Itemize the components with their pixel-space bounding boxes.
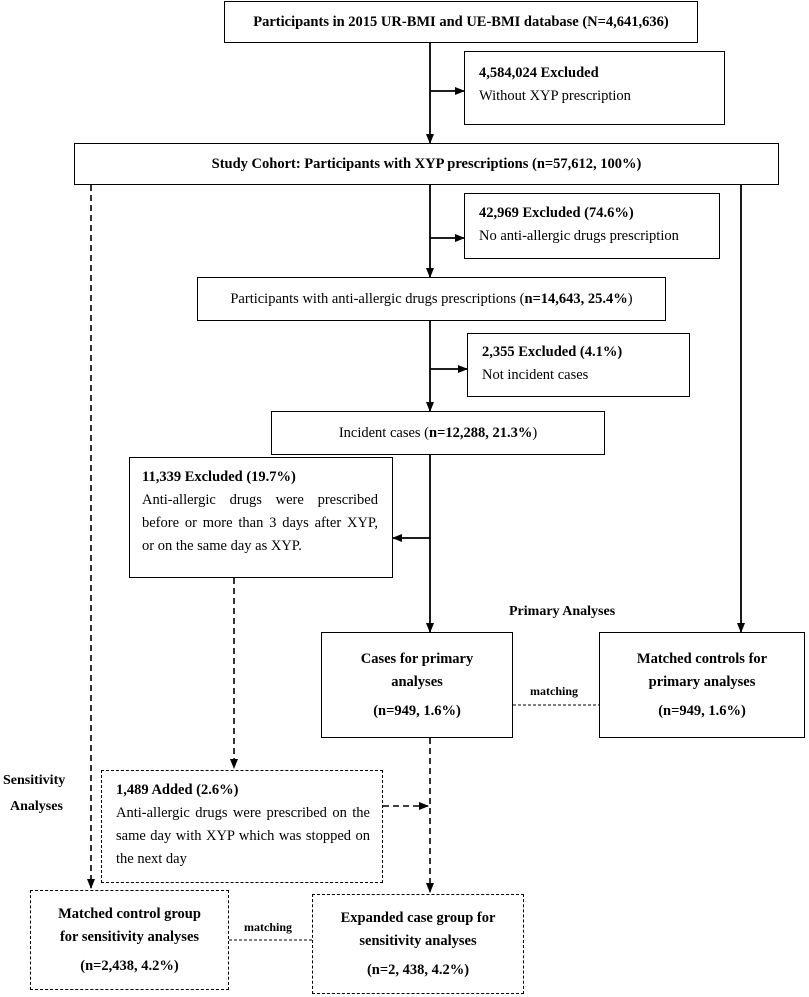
excluded-xyp-title: 4,584,024 Excluded	[479, 65, 599, 81]
cases-primary-line2: analyses	[391, 673, 443, 690]
primary-analyses-label: Primary Analyses	[509, 604, 616, 619]
excluded-incident-box: 2,355 Excluded (4.1%) Not incident cases	[467, 333, 690, 397]
added-title: 1,489 Added (2.6%)	[116, 782, 239, 798]
incident-cases-box: Incident cases (n=12,288, 21.3%)	[271, 411, 605, 455]
antiallergic-text: Participants with anti-allergic drugs pr…	[230, 290, 525, 307]
matching-label-primary: matching	[530, 684, 578, 698]
study-cohort-box: Study Cohort: Participants with XYP pres…	[74, 143, 779, 185]
sensitivity-controls-line1: Matched control group	[58, 905, 201, 922]
controls-primary-count: (n=949, 1.6%)	[658, 702, 746, 719]
expanded-cases-count: (n=2, 438, 4.2%)	[366, 961, 470, 978]
antiallergic-close: )	[627, 290, 633, 307]
expanded-cases-line2: sensitivity analyses	[359, 932, 477, 949]
expanded-cases-line1: Expanded case group for	[340, 909, 496, 926]
antiallergic-count: n=14,643, 25.4%	[524, 290, 628, 307]
added-box: 1,489 Added (2.6%) Anti-allergic drugs w…	[101, 770, 383, 883]
sensitivity-label-line1: Sensitivity	[3, 773, 66, 788]
cases-primary-line1: Cases for primary	[360, 650, 474, 667]
incident-count: n=12,288, 21.3%	[429, 424, 533, 441]
sensitivity-label-line2: Analyses	[10, 799, 63, 814]
excluded-incident-title: 2,355 Excluded (4.1%)	[482, 344, 623, 360]
database-text: Participants in 2015 UR-BMI and UE-BMI d…	[253, 13, 669, 30]
cases-primary-box: Cases for primary analyses (n=949, 1.6%)	[321, 632, 513, 738]
excluded-timing-desc: Anti-allergic drugs were prescribed befo…	[142, 492, 378, 554]
sensitivity-controls-count: (n=2,438, 4.2%)	[80, 957, 179, 974]
excluded-antiallergic-box: 42,969 Excluded (74.6%) No anti-allergic…	[464, 193, 720, 259]
excluded-antiallergic-title: 42,969 Excluded (74.6%)	[479, 205, 634, 221]
controls-primary-line2: primary analyses	[648, 673, 756, 690]
excluded-antiallergic-desc: No anti-allergic drugs prescription	[479, 228, 679, 244]
added-desc: Anti-allergic drugs were prescribed on t…	[116, 805, 370, 867]
excluded-timing-title: 11,339 Excluded (19.7%)	[142, 469, 296, 485]
controls-primary-line1: Matched controls for	[636, 650, 768, 667]
sensitivity-analyses-label: Sensitivity Analyses	[3, 768, 65, 820]
controls-primary-box: Matched controls for primary analyses (n…	[599, 632, 805, 738]
sensitivity-controls-box: Matched control group for sensitivity an…	[30, 890, 229, 990]
database-box: Participants in 2015 UR-BMI and UE-BMI d…	[224, 1, 698, 43]
excluded-xyp-box: 4,584,024 Excluded Without XYP prescript…	[464, 51, 725, 125]
sensitivity-controls-line2: for sensitivity analyses	[59, 928, 200, 945]
incident-close: )	[532, 424, 538, 441]
incident-text: Incident cases (	[338, 424, 429, 441]
study-cohort-text: Study Cohort: Participants with XYP pres…	[211, 155, 642, 172]
cases-primary-count: (n=949, 1.6%)	[373, 702, 461, 719]
matching-label-sensitivity: matching	[244, 920, 292, 934]
excluded-xyp-desc: Without XYP prescription	[479, 88, 631, 104]
excluded-timing-box: 11,339 Excluded (19.7%) Anti-allergic dr…	[129, 457, 393, 578]
excluded-incident-desc: Not incident cases	[482, 367, 589, 383]
expanded-cases-box: Expanded case group for sensitivity anal…	[312, 894, 524, 994]
antiallergic-participants-box: Participants with anti-allergic drugs pr…	[197, 277, 666, 321]
